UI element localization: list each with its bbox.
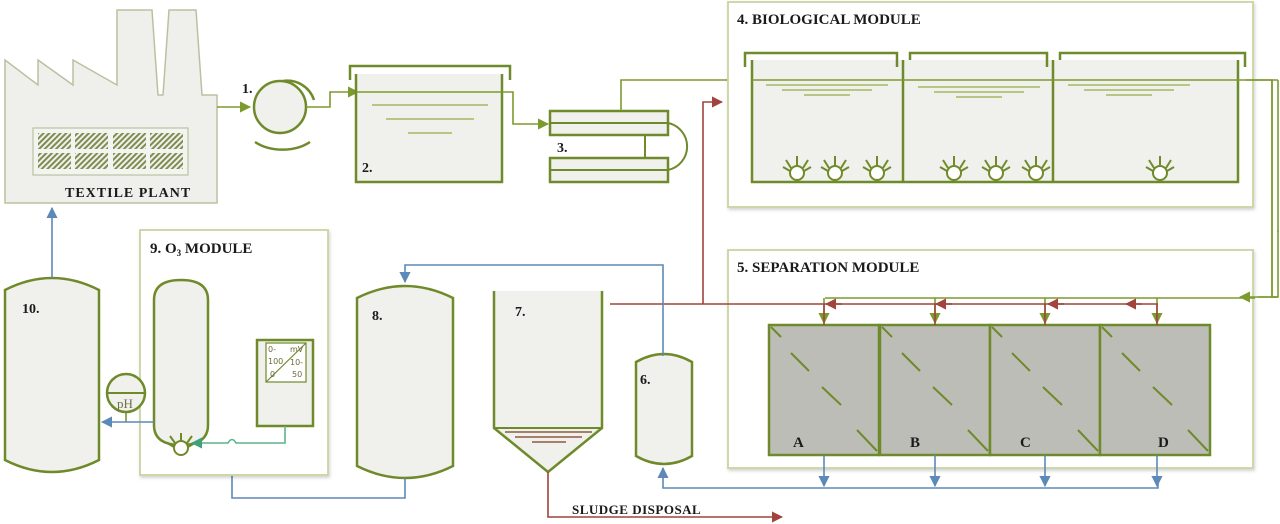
flow-pump-to-tank (306, 86, 360, 108)
meter-text: 0 (270, 370, 275, 379)
biological-module: 4. BIOLOGICAL MODULE (727, 1, 1254, 208)
diffuser-icon (820, 156, 850, 181)
membrane-label: D (1158, 435, 1169, 451)
aeration-diffusers (782, 156, 1175, 181)
separation-module-title: 5. SEPARATION MODULE (737, 260, 919, 276)
equalization-tank: 2. (348, 64, 512, 184)
permeate-tank: 6. (634, 352, 694, 466)
ozone-diffuser-icon (166, 433, 196, 456)
membrane-label: A (793, 435, 804, 451)
meter-text: mV (290, 345, 304, 354)
diffuser-icon (939, 156, 969, 181)
meter-text: 0- (268, 345, 276, 354)
ozone-module: 9. O3 MODULE 0- 100 0 mV 10- 50 pH (105, 229, 329, 476)
diffuser-icon (862, 156, 892, 181)
reuse-tank: 10. (3, 276, 101, 474)
storage-tank-label: 8. (372, 309, 383, 324)
flow-ozone-gas (190, 426, 286, 449)
flow-permeate-to-storage (399, 264, 664, 356)
permeate-tank-label: 6. (640, 373, 651, 388)
heat-exchanger-label: 3. (557, 141, 568, 156)
heat-exchanger: 3. (548, 109, 689, 184)
textile-plant-label: TEXTILE PLANT (65, 186, 191, 201)
diffuser-icon (1145, 156, 1175, 181)
sludge-disposal-label: SLUDGE DISPOSAL (572, 502, 701, 517)
membrane-label: C (1020, 435, 1031, 451)
ph-label: pH (117, 396, 133, 411)
membrane-label: B (910, 435, 920, 451)
membrane-b: B (878, 298, 992, 488)
flow-sludge-disposal (547, 472, 784, 523)
membrane-d: D (1098, 298, 1212, 488)
storage-tank: 8. (355, 284, 455, 480)
flow-recycle-to-biological (702, 96, 724, 304)
ozone-module-title: 9. O3 MODULE (150, 241, 252, 258)
membrane-a: A (767, 298, 881, 488)
diffuser-icon (1021, 156, 1051, 181)
pump-label: 1. (242, 82, 253, 97)
meter-text: 100 (268, 357, 283, 366)
ph-sensor: pH (105, 372, 147, 422)
textile-plant: TEXTILE PLANT (4, 9, 218, 204)
diffuser-icon (782, 156, 812, 181)
flow-permeate-collector (657, 466, 1159, 489)
membrane-modules: A B C D (767, 298, 1212, 488)
settler: 7. (492, 291, 604, 474)
biological-module-title: 4. BIOLOGICAL MODULE (737, 12, 921, 28)
settler-label: 7. (515, 305, 526, 320)
flow-tank-to-exchanger (356, 91, 550, 130)
pump-icon (252, 79, 308, 135)
equalization-tank-label: 2. (362, 161, 373, 176)
factory-windows (38, 133, 183, 169)
meter-text: 10- (290, 358, 303, 367)
diffuser-icon (981, 156, 1011, 181)
separation-module: 5. SEPARATION MODULE A B C D (727, 230, 1279, 488)
ozone-contactor (152, 278, 210, 447)
flow-exchanger-to-biological (620, 74, 754, 111)
ozone-generator: 0- 100 0 mV 10- 50 (255, 338, 315, 428)
meter-text: 50 (292, 370, 302, 379)
pump: 1. (242, 79, 316, 151)
reuse-tank-label: 10. (22, 302, 40, 317)
